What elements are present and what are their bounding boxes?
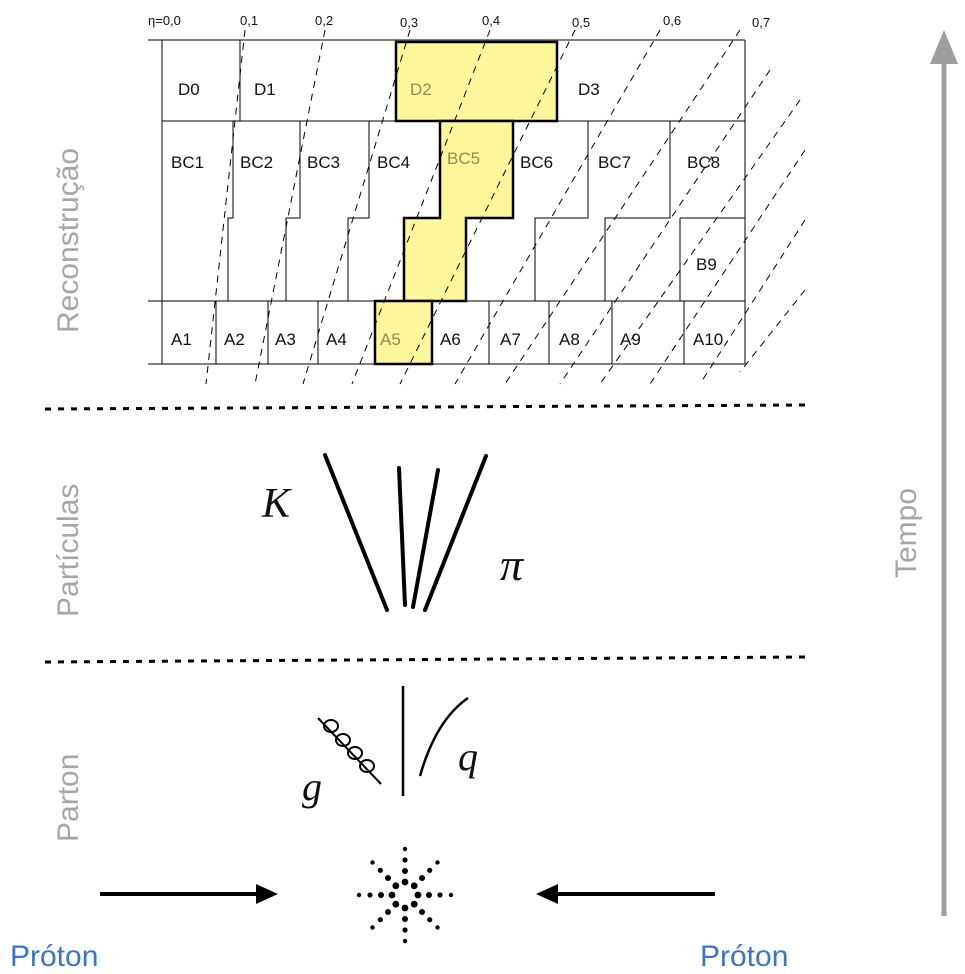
eta-labels: η=0,0 0,1 0,2 0,3 0,4 0,5 0,6 0,7 (148, 13, 770, 30)
quark-line (418, 696, 469, 777)
eta-label-4: 0,4 (482, 13, 500, 28)
cell-bc2: BC2 (240, 153, 273, 172)
eta-label-7: 0,7 (752, 15, 770, 30)
eta-label-1: 0,1 (240, 13, 258, 28)
cell-bc5: BC5 (447, 149, 480, 168)
cell-a4: A4 (326, 330, 347, 349)
time-arrow-head (930, 30, 958, 64)
cell-labels: D0 D1 D2 D3 BC1 BC2 BC3 BC4 BC5 BC6 BC7 … (171, 80, 723, 349)
collision-burst-icon (356, 846, 454, 944)
cell-b9: B9 (696, 255, 717, 274)
cell-a8: A8 (559, 330, 580, 349)
cell-a1: A1 (171, 330, 192, 349)
eta-label-5: 0,5 (572, 15, 590, 30)
calorimeter-grid (148, 39, 746, 366)
cell-bc6: BC6 (520, 153, 553, 172)
cell-a9: A9 (620, 330, 641, 349)
gluon-label: g (302, 764, 322, 809)
eta-label-0: η=0,0 (148, 13, 181, 28)
cell-d2: D2 (410, 80, 432, 99)
cell-bc7: BC7 (598, 153, 631, 172)
cell-bc8: BC8 (687, 153, 720, 172)
cell-a2: A2 (224, 330, 245, 349)
eta-label-2: 0,2 (315, 13, 333, 28)
cell-d3: D3 (578, 80, 600, 99)
cell-bc1: BC1 (171, 153, 204, 172)
cell-a5: A5 (380, 330, 401, 349)
cell-d1: D1 (254, 80, 276, 99)
pion-label: π (500, 539, 525, 590)
cell-a7: A7 (500, 330, 521, 349)
cell-d2-highlight (394, 40, 559, 123)
cell-bc3: BC3 (307, 153, 340, 172)
cell-a10: A10 (693, 330, 723, 349)
cell-a6: A6 (440, 330, 461, 349)
label-proton-right: Próton (700, 940, 788, 973)
particle-jet (323, 453, 488, 612)
label-time: Tempo (890, 488, 923, 578)
gluon-line (317, 717, 382, 785)
kaon-label: K (261, 481, 292, 527)
eta-dashed-lines (205, 29, 806, 385)
proton-arrow-left-head (256, 884, 278, 904)
label-reconstruction: Reconstrução (52, 148, 85, 333)
separator-top (44, 403, 806, 411)
quark-label: q (458, 734, 478, 779)
eta-label-3: 0,3 (400, 15, 418, 30)
proton-arrow-right-head (536, 884, 558, 904)
cell-d0: D0 (178, 80, 200, 99)
label-proton-left: Próton (10, 940, 98, 973)
label-parton: Parton (52, 754, 85, 842)
cell-bc5-highlight (402, 119, 515, 303)
cell-a3: A3 (275, 330, 296, 349)
label-particles: Partículas (52, 484, 85, 617)
cell-bc4: BC4 (377, 153, 410, 172)
separator-bottom (44, 655, 806, 664)
eta-label-6: 0,6 (663, 13, 681, 28)
